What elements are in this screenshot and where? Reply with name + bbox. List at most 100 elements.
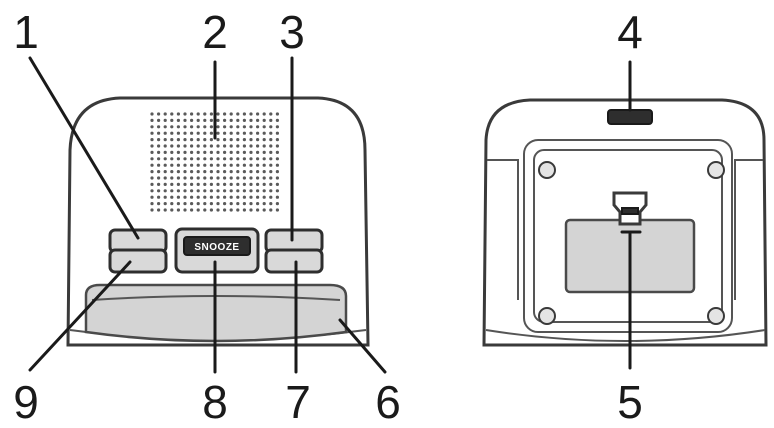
speaker-hole (269, 208, 273, 212)
speaker-hole (236, 125, 240, 129)
speaker-hole (256, 182, 260, 186)
speaker-hole (163, 170, 167, 174)
speaker-hole (269, 163, 273, 167)
speaker-hole (216, 131, 220, 135)
speaker-hole (170, 202, 174, 206)
speaker-hole (176, 112, 180, 116)
speaker-hole (163, 131, 167, 135)
callout-3: 3 (279, 6, 305, 58)
speaker-hole (209, 208, 213, 212)
speaker-hole (176, 125, 180, 129)
speaker-hole (163, 112, 167, 116)
speaker-hole (275, 208, 279, 212)
speaker-hole (203, 125, 207, 129)
speaker-hole (190, 182, 194, 186)
speaker-hole (249, 131, 253, 135)
speaker-hole (157, 163, 161, 167)
speaker-hole (183, 202, 187, 206)
speaker-hole (223, 144, 227, 148)
speaker-hole (209, 195, 213, 199)
speaker-hole (183, 144, 187, 148)
left-button-bottom (108, 248, 168, 274)
speaker-hole (229, 195, 233, 199)
speaker-hole (209, 131, 213, 135)
speaker-hole (275, 112, 279, 116)
right-button[interactable] (264, 228, 324, 274)
speaker-hole (269, 131, 273, 135)
speaker-hole (275, 131, 279, 135)
speaker-hole (209, 189, 213, 193)
speaker-hole (249, 202, 253, 206)
speaker-hole (190, 112, 194, 116)
leader-lines (28, 56, 632, 374)
left-button[interactable] (108, 228, 168, 274)
speaker-hole (223, 157, 227, 161)
speaker-hole (242, 125, 246, 129)
speaker-hole (176, 131, 180, 135)
speaker-hole (216, 170, 220, 174)
speaker-hole (216, 144, 220, 148)
speaker-hole (216, 176, 220, 180)
speaker-hole (269, 195, 273, 199)
speaker-hole (275, 176, 279, 180)
speaker-hole (269, 144, 273, 148)
speaker-hole (216, 125, 220, 129)
speaker-hole (229, 112, 233, 116)
speaker-hole (275, 163, 279, 167)
speaker-hole (209, 125, 213, 129)
speaker-hole (229, 138, 233, 142)
speaker-hole (196, 144, 200, 148)
speaker-hole (236, 112, 240, 116)
speaker-hole (183, 176, 187, 180)
speaker-hole (163, 202, 167, 206)
speaker-hole (249, 182, 253, 186)
speaker-hole (275, 144, 279, 148)
speaker-hole (262, 150, 266, 154)
speaker-hole (209, 112, 213, 116)
speaker-hole (190, 208, 194, 212)
speaker-hole (209, 176, 213, 180)
speaker-hole (150, 195, 154, 199)
speaker-hole (170, 138, 174, 142)
speaker-hole (256, 170, 260, 174)
speaker-hole (256, 202, 260, 206)
speaker-hole (223, 125, 227, 129)
speaker-hole (157, 157, 161, 161)
speaker-hole (157, 112, 161, 116)
speaker-hole (163, 182, 167, 186)
speaker-hole (269, 189, 273, 193)
speaker-hole (256, 189, 260, 193)
speaker-hole (196, 157, 200, 161)
speaker-hole (242, 182, 246, 186)
speaker-hole (150, 112, 154, 116)
speaker-hole (196, 125, 200, 129)
speaker-hole (157, 144, 161, 148)
back-bottom-edge (485, 329, 766, 342)
speaker-hole (275, 150, 279, 154)
speaker-hole (157, 150, 161, 154)
speaker-hole (229, 125, 233, 129)
speaker-hole (170, 170, 174, 174)
speaker-hole (170, 208, 174, 212)
speaker-hole (176, 189, 180, 193)
speaker-hole (203, 138, 207, 142)
snooze-button[interactable]: SNOOZE (174, 227, 260, 274)
speaker-hole (150, 131, 154, 135)
speaker-hole (196, 163, 200, 167)
speaker-hole (249, 138, 253, 142)
speaker-hole (190, 195, 194, 199)
speaker-hole (229, 189, 233, 193)
speaker-hole (262, 144, 266, 148)
speaker-hole (176, 195, 180, 199)
speaker-hole (236, 118, 240, 122)
speaker-hole (256, 176, 260, 180)
speaker-hole (249, 118, 253, 122)
speaker-hole (183, 125, 187, 129)
speaker-hole (236, 150, 240, 154)
speaker-hole (203, 182, 207, 186)
speaker-hole (183, 150, 187, 154)
callout-2: 2 (202, 6, 228, 58)
speaker-hole (176, 157, 180, 161)
speaker-hole (262, 112, 266, 116)
speaker-hole (203, 157, 207, 161)
